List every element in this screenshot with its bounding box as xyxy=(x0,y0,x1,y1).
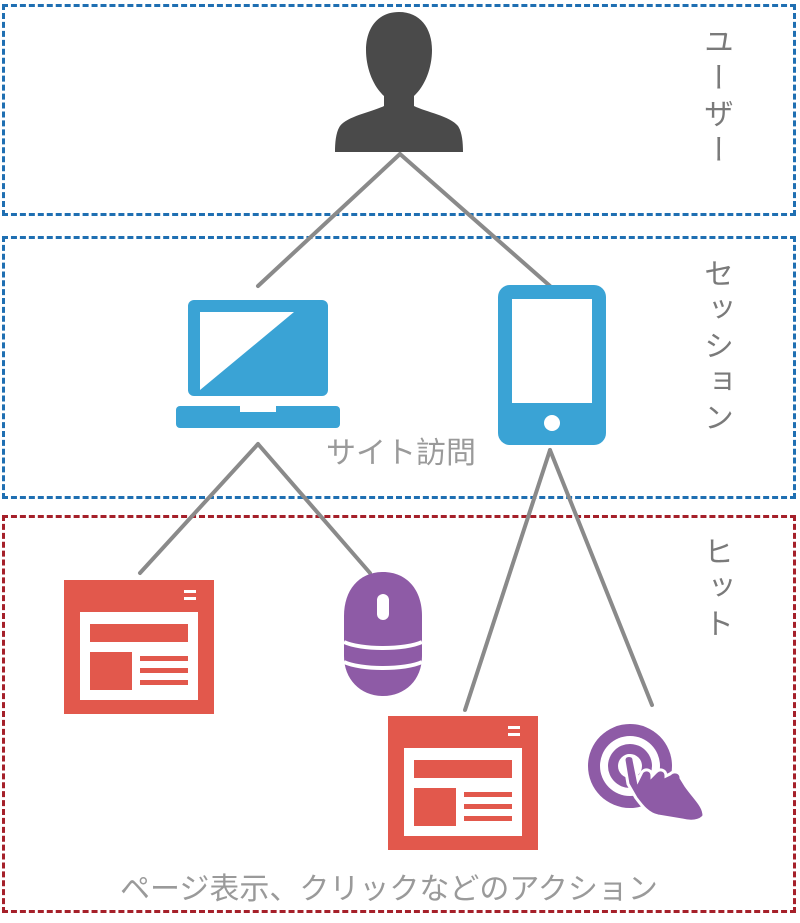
connector-tablet-page xyxy=(463,448,552,712)
connector-tablet-tap xyxy=(548,448,654,707)
hit-tier-label: ヒット xyxy=(698,536,733,644)
connector-user-tablet xyxy=(398,152,552,288)
session-caption: サイト訪問 xyxy=(326,436,476,471)
laptop-icon xyxy=(176,300,340,428)
tap-gesture-icon xyxy=(588,724,706,823)
webpage-icon xyxy=(64,580,214,714)
mouse-icon xyxy=(343,572,423,696)
session-tier-box xyxy=(2,236,796,499)
tablet-icon xyxy=(498,285,606,445)
connector-laptop-page xyxy=(138,442,260,575)
webpage-icon xyxy=(388,716,538,850)
user-tier-box xyxy=(2,4,796,216)
connector-laptop-mouse xyxy=(256,442,372,575)
hit-caption: ページ表示、クリックなどのアクション xyxy=(120,872,658,907)
session-tier-label: セッション xyxy=(698,258,733,438)
hit-tier-box xyxy=(2,515,796,913)
user-tier-label: ユーザー xyxy=(698,26,733,170)
connector-user-laptop xyxy=(256,152,402,288)
person-icon xyxy=(335,12,463,152)
